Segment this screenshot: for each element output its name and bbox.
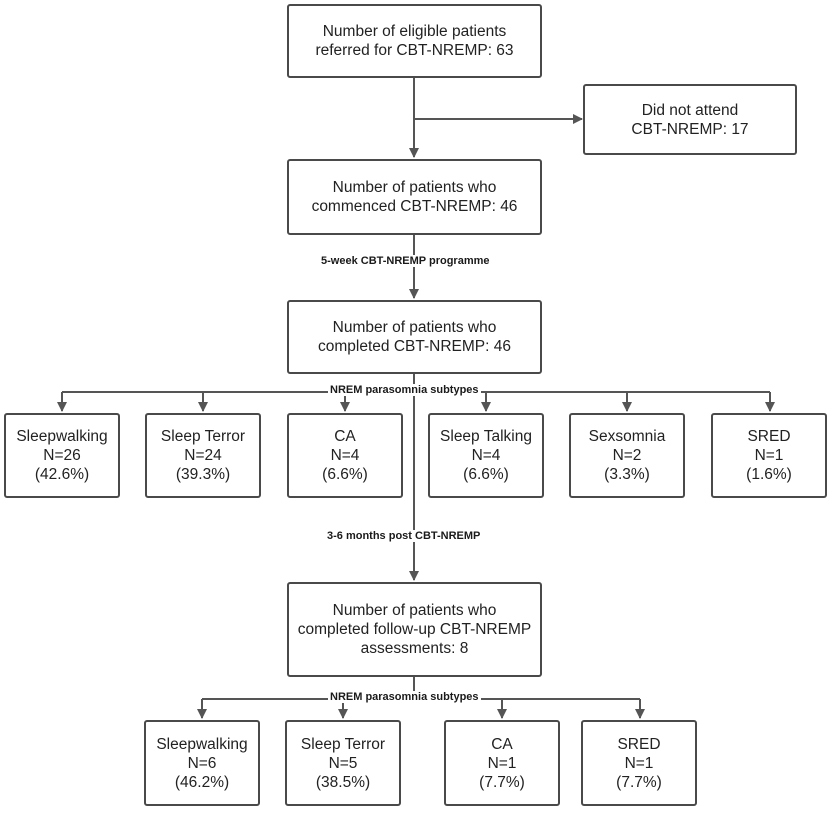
subtype-percent: (6.6%)	[322, 466, 368, 483]
commenced-line-2: commenced CBT-NREMP: 46	[311, 198, 518, 215]
subtype-top-box: CA N=4 (6.6%)	[287, 413, 403, 498]
subtype-count: N=5	[328, 754, 358, 772]
subtype-percent: (7.7%)	[479, 773, 525, 791]
subtype-top-box: Sleepwalking N=26 (42.6%)	[4, 413, 120, 498]
subtype-name: Sexsomnia	[588, 428, 666, 445]
subtype-count: N=6	[187, 754, 217, 772]
subtype-top-box: Sleep Terror N=24 (39.3%)	[145, 413, 261, 498]
subtype-percent: (3.3%)	[604, 466, 650, 483]
subtype-percent: (39.3%)	[175, 466, 231, 483]
completed-box: Number of patients who completed CBT-NRE…	[287, 300, 542, 374]
subtype-top-box: Sleep Talking N=4 (6.6%)	[428, 413, 544, 498]
subtype-count: N=2	[612, 447, 642, 464]
subtype-top-box: Sexsomnia N=2 (3.3%)	[569, 413, 685, 498]
subtype-count: N=1	[754, 447, 784, 464]
dna-line-1: Did not attend	[641, 101, 739, 119]
subtypes-top-label: NREM parasomnia subtypes	[328, 384, 481, 396]
subtype-top-box: SRED N=1 (1.6%)	[711, 413, 827, 498]
subtype-name: Sleep Terror	[300, 735, 386, 753]
subtype-percent: (7.7%)	[616, 773, 662, 791]
followup-line-1: Number of patients who	[332, 602, 497, 619]
subtype-name: CA	[334, 428, 356, 445]
subtype-name: Sleep Talking	[440, 428, 532, 445]
eligible-box: Number of eligible patients referred for…	[287, 4, 542, 78]
subtypes-bottom-label: NREM parasomnia subtypes	[328, 691, 481, 703]
subtype-bottom-box: Sleepwalking N=6 (46.2%)	[144, 720, 260, 806]
subtype-name: SRED	[747, 428, 791, 445]
eligible-line-1: Number of eligible patients	[322, 23, 507, 40]
commenced-box: Number of patients who commenced CBT-NRE…	[287, 159, 542, 235]
completed-line-1: Number of patients who	[332, 319, 497, 336]
subtype-name: CA	[491, 735, 513, 753]
eligible-line-2: referred for CBT-NREMP: 63	[315, 42, 514, 59]
subtype-name: Sleepwalking	[16, 428, 108, 445]
followup-line-2: completed follow-up CBT-NREMP	[297, 621, 532, 638]
subtype-percent: (38.5%)	[315, 773, 371, 791]
subtype-count: N=4	[471, 447, 501, 464]
subtype-name: Sleep Terror	[160, 428, 246, 445]
subtype-bottom-box: SRED N=1 (7.7%)	[581, 720, 697, 806]
subtype-count: N=4	[330, 447, 360, 464]
subtype-percent: (1.6%)	[746, 466, 792, 483]
subtype-count: N=1	[487, 754, 517, 772]
followup-line-3: assessments: 8	[360, 640, 469, 657]
subtype-count: N=24	[184, 447, 222, 464]
completed-line-2: completed CBT-NREMP: 46	[318, 338, 511, 355]
subtype-bottom-box: CA N=1 (7.7%)	[444, 720, 560, 806]
followup-box: Number of patients who completed follow-…	[287, 582, 542, 677]
subtype-percent: (42.6%)	[34, 466, 90, 483]
programme-label: 5-week CBT-NREMP programme	[319, 255, 492, 267]
subtype-percent: (6.6%)	[463, 466, 509, 483]
post-label: 3-6 months post CBT-NREMP	[325, 530, 483, 542]
subtype-count: N=1	[624, 754, 654, 772]
subtype-name: Sleepwalking	[156, 735, 248, 753]
subtype-count: N=26	[43, 447, 81, 464]
subtype-percent: (46.2%)	[174, 773, 230, 791]
did-not-attend-box: Did not attend CBT-NREMP: 17	[583, 84, 797, 155]
subtype-name: SRED	[617, 735, 661, 753]
dna-line-2: CBT-NREMP: 17	[631, 120, 749, 138]
subtype-bottom-box: Sleep Terror N=5 (38.5%)	[285, 720, 401, 806]
commenced-line-1: Number of patients who	[332, 179, 497, 196]
